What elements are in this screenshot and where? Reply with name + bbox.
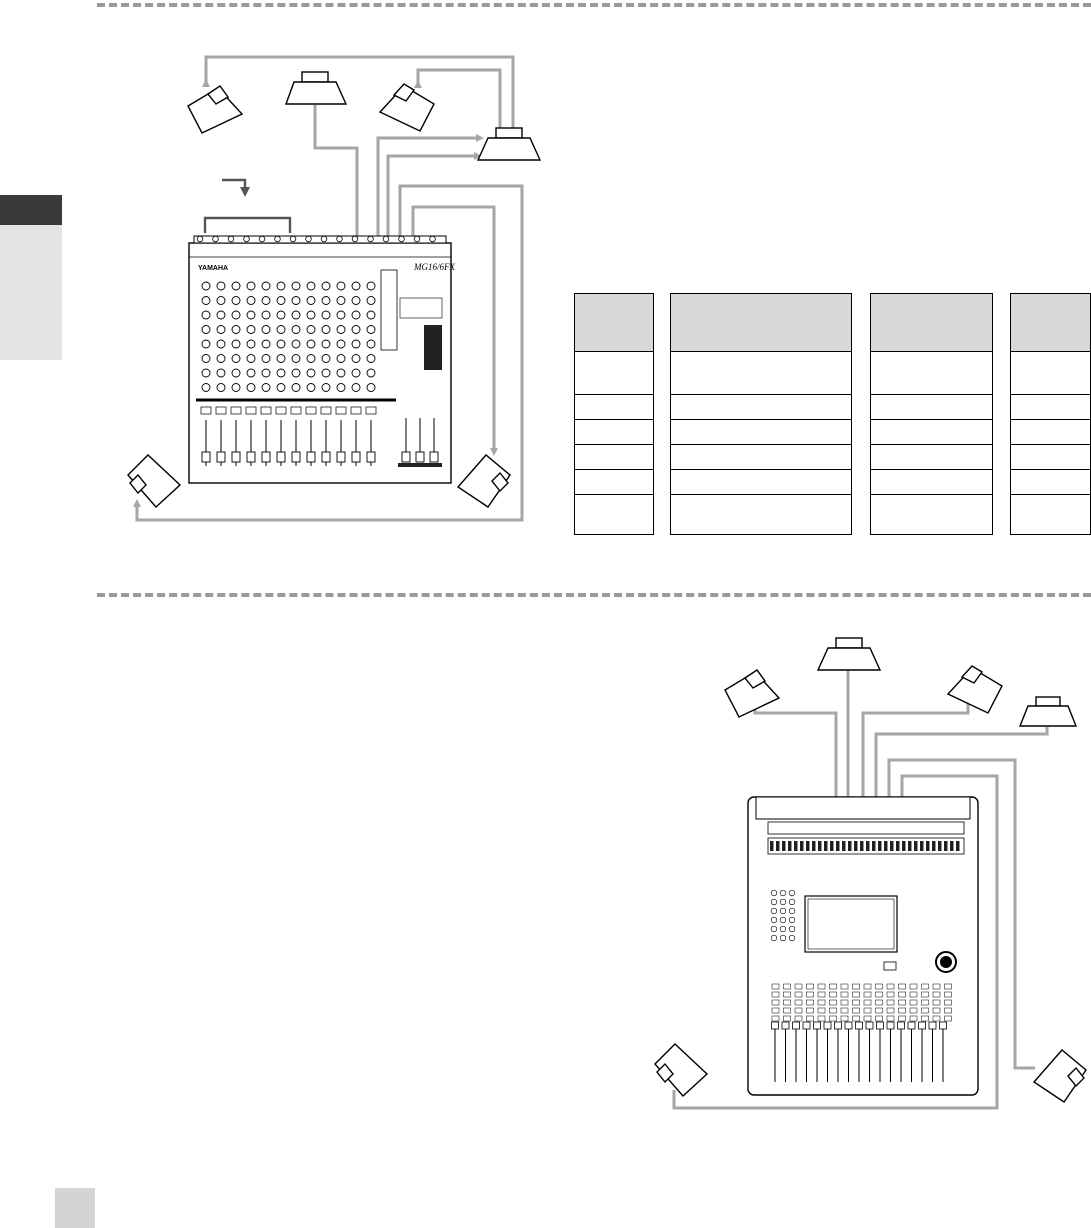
speaker-icon <box>816 637 882 671</box>
table-header-cell <box>870 293 994 352</box>
arrow-icon <box>222 178 250 197</box>
cable-bottom-rear-left <box>672 774 999 1110</box>
cable-front-left <box>202 55 515 132</box>
cable-bottom-front-left <box>753 697 838 797</box>
cable-bottom-rear-right <box>887 758 1035 1070</box>
speaker-icon <box>476 127 542 161</box>
table-row <box>574 395 1091 420</box>
table-row <box>574 445 1091 470</box>
section-divider-top <box>97 3 1091 7</box>
table-row <box>574 352 1091 395</box>
mixer-icon: YAMAHA MG16/6FX <box>188 235 455 484</box>
table-row <box>574 420 1091 445</box>
speaker-icon <box>654 1043 709 1098</box>
cable-bottom-sub <box>874 727 1049 797</box>
speaker-icon <box>127 454 182 509</box>
speaker-icon <box>724 669 781 718</box>
digital-console-icon <box>747 796 979 1096</box>
cable-sub-2 <box>386 152 482 240</box>
cable-bottom-front-right <box>861 697 970 797</box>
cable-front-right <box>414 68 502 130</box>
table-header-cell <box>574 293 654 352</box>
speaker-icon <box>285 71 348 105</box>
speaker-icon <box>456 454 511 508</box>
speaker-icon <box>946 665 1003 714</box>
speaker-icon <box>1032 1049 1087 1103</box>
chapter-tab-active <box>0 195 62 225</box>
table-row <box>574 470 1091 495</box>
speaker-icon <box>1018 696 1078 727</box>
mixer-brand: YAMAHA <box>198 265 228 272</box>
section-divider-middle <box>97 593 1091 597</box>
mixer-model: MG16/6FX <box>413 262 455 272</box>
table-row <box>574 495 1091 535</box>
chapter-tab <box>0 225 62 360</box>
speaker-icon <box>187 85 244 134</box>
speaker-icon <box>378 83 435 132</box>
page-number-box <box>55 1188 95 1228</box>
cable-sub-1 <box>376 134 484 240</box>
table-header-cell <box>669 293 853 352</box>
cable-rear-left <box>133 184 524 522</box>
cable-rear-right <box>411 205 498 456</box>
channel-assignment-table <box>574 293 1091 535</box>
cable-center <box>313 105 359 240</box>
input-bracket <box>203 216 292 233</box>
